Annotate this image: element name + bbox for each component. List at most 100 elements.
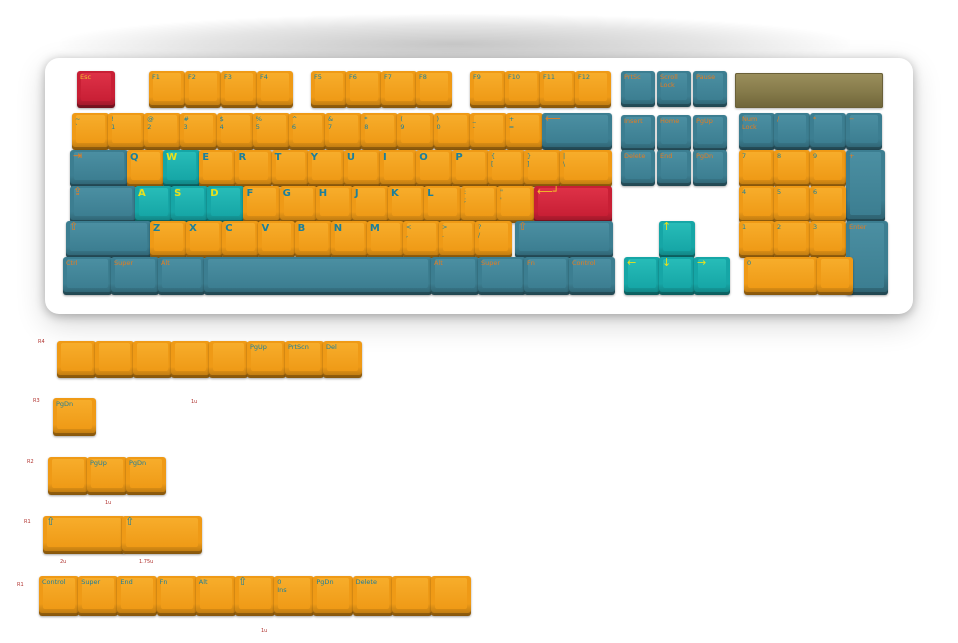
spare-key-r1[interactable]: Alt	[195, 576, 236, 616]
key-caps[interactable]: ⇪	[70, 186, 136, 223]
key-v[interactable]: V	[258, 221, 296, 258]
key-f12[interactable]: F12	[575, 71, 611, 108]
key-rctrl[interactable]: Control	[569, 257, 615, 295]
key-up[interactable]: ↑	[659, 221, 695, 258]
key-kp_enter[interactable]: Enter	[846, 221, 888, 295]
key-f9[interactable]: F9	[470, 71, 506, 108]
spare-key-shift-2u[interactable]: ⇧	[43, 516, 125, 554]
spare-key-r1[interactable]: Super	[78, 576, 119, 616]
key-kp_plus[interactable]: +	[846, 150, 885, 222]
key-f11[interactable]: F11	[540, 71, 576, 108]
key-n7[interactable]: & 7	[325, 113, 363, 150]
key-w[interactable]: W	[163, 150, 201, 187]
spare-key-r4[interactable]	[57, 341, 96, 378]
key-lctrl[interactable]: Ctrl	[63, 257, 112, 295]
key-equal[interactable]: + =	[505, 113, 543, 150]
key-kp8[interactable]: 8	[774, 150, 810, 187]
key-kp5[interactable]: 5	[774, 186, 810, 223]
spare-key-r3[interactable]: PgDn	[53, 398, 96, 436]
key-home[interactable]: Home	[657, 115, 691, 151]
key-d[interactable]: D	[207, 186, 245, 223]
key-o[interactable]: O	[416, 150, 454, 187]
key-n8[interactable]: * 8	[361, 113, 399, 150]
spare-key-r1[interactable]	[391, 576, 432, 616]
key-space[interactable]	[204, 257, 432, 295]
key-delete[interactable]: Delete	[621, 150, 655, 186]
key-rsuper[interactable]: Super	[478, 257, 526, 295]
key-b[interactable]: B	[294, 221, 332, 258]
key-f6[interactable]: F6	[346, 71, 382, 108]
spare-key-r1[interactable]: ⇧	[235, 576, 275, 616]
key-f10[interactable]: F10	[505, 71, 541, 108]
key-kp2[interactable]: 2	[774, 221, 810, 258]
key-p[interactable]: P	[452, 150, 490, 187]
key-x[interactable]: X	[186, 221, 224, 258]
key-comma[interactable]: < ,	[403, 221, 440, 258]
spare-key-r4[interactable]	[209, 341, 248, 378]
key-end[interactable]: End	[657, 150, 691, 186]
key-right[interactable]: →	[694, 257, 730, 295]
key-n9[interactable]: ( 9	[397, 113, 435, 150]
key-pgdn[interactable]: PgDn	[693, 150, 727, 186]
key-kp_div[interactable]: /	[774, 113, 810, 150]
key-f5[interactable]: F5	[311, 71, 347, 108]
key-scroll[interactable]: Scroll Lock	[657, 71, 691, 107]
key-r[interactable]: R	[235, 150, 273, 187]
key-lshift[interactable]: ⇧	[66, 221, 151, 258]
key-rbracket[interactable]: } ]	[524, 150, 561, 187]
spare-key-r4[interactable]: Del	[323, 341, 362, 378]
key-a[interactable]: A	[135, 186, 172, 223]
key-tilde[interactable]: ~ `	[72, 113, 109, 150]
key-kp4[interactable]: 4	[739, 186, 775, 223]
key-kp9[interactable]: 9	[810, 150, 846, 187]
key-backspace[interactable]: ⟵	[542, 113, 612, 150]
key-tab[interactable]: ⇥	[70, 150, 128, 187]
key-f[interactable]: F	[243, 186, 281, 223]
spare-key-r4[interactable]	[133, 341, 172, 378]
spare-key-shift-175u[interactable]: ⇧	[122, 516, 202, 554]
key-numlock[interactable]: Num Lock	[739, 113, 775, 150]
key-f2[interactable]: F2	[185, 71, 221, 108]
spare-key-r1[interactable]	[431, 576, 471, 616]
key-lbracket[interactable]: { [	[488, 150, 525, 187]
key-f3[interactable]: F3	[221, 71, 257, 108]
key-f1[interactable]: F1	[149, 71, 185, 108]
key-h[interactable]: H	[315, 186, 353, 223]
key-n4[interactable]: $ 4	[216, 113, 254, 150]
key-slash[interactable]: ? /	[475, 221, 512, 258]
spare-key-r1[interactable]: Fn	[156, 576, 197, 616]
spare-key-r1[interactable]: 0 Ins	[274, 576, 315, 616]
key-esc[interactable]: Esc	[77, 71, 115, 108]
key-n6[interactable]: ^ 6	[288, 113, 326, 150]
key-t[interactable]: T	[271, 150, 309, 187]
spare-key-r1[interactable]: End	[117, 576, 158, 616]
key-c[interactable]: C	[222, 221, 260, 258]
key-left[interactable]: ←	[624, 257, 660, 295]
key-prtsc[interactable]: PrtSc	[621, 71, 655, 107]
key-s[interactable]: S	[171, 186, 209, 223]
key-quote[interactable]: " '	[497, 186, 534, 223]
key-m[interactable]: M	[366, 221, 404, 258]
key-kp3[interactable]: 3	[810, 221, 846, 258]
key-n0[interactable]: ) 0	[433, 113, 471, 150]
key-g[interactable]: G	[279, 186, 317, 223]
key-rshift[interactable]: ⇧	[515, 221, 613, 258]
spare-key-r2[interactable]: PgDn	[126, 457, 166, 495]
key-enter[interactable]: ⟵┘	[534, 186, 612, 223]
key-n3[interactable]: # 3	[180, 113, 218, 150]
key-backslash[interactable]: | \	[560, 150, 612, 187]
key-l[interactable]: L	[424, 186, 462, 223]
key-z[interactable]: Z	[150, 221, 187, 258]
spare-key-r1[interactable]: Control	[39, 576, 79, 616]
key-n[interactable]: N	[330, 221, 368, 258]
spare-key-r2[interactable]: PgUp	[87, 457, 127, 495]
key-insert[interactable]: Insert	[621, 115, 655, 151]
key-k[interactable]: K	[388, 186, 426, 223]
key-lsuper[interactable]: Super	[111, 257, 159, 295]
spare-key-r2[interactable]	[48, 457, 88, 495]
key-kp1[interactable]: 1	[739, 221, 775, 258]
key-f4[interactable]: F4	[257, 71, 293, 108]
key-n2[interactable]: @ 2	[144, 113, 182, 150]
spare-key-r1[interactable]: PgDn	[313, 576, 354, 616]
key-semicolon[interactable]: : ;	[461, 186, 498, 223]
